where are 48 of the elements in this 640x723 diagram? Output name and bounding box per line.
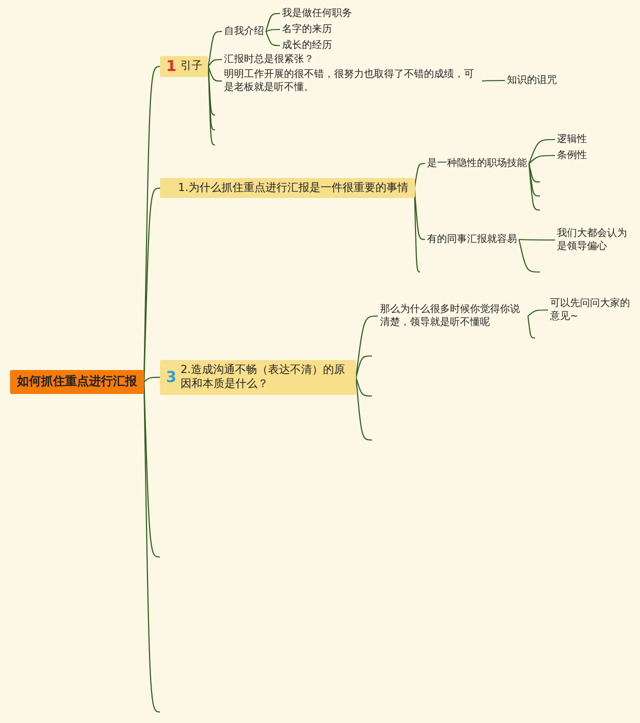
main-topic <box>160 360 356 395</box>
branch-line <box>208 58 222 67</box>
branch-line <box>528 163 540 197</box>
branch-line <box>527 316 536 339</box>
branch-line <box>518 238 555 241</box>
topic-label: 引子 <box>180 59 202 74</box>
branch-line <box>143 382 160 713</box>
topic-label: 那么为什么很多时候你觉得你说清楚，领导就是听不懂呢 <box>380 303 521 329</box>
branch-line <box>414 162 425 188</box>
priority-number: 1 <box>166 59 176 74</box>
branch-line <box>355 377 372 441</box>
topic-label: 是一种隐性的职场技能 <box>427 157 527 170</box>
branch-line <box>208 66 222 82</box>
topic-label: 汇报时总是很紧张？ <box>224 53 314 66</box>
topic-label: 逻辑性 <box>557 133 587 146</box>
topic-label: 条例性 <box>557 149 587 162</box>
priority-number: 3 <box>166 370 176 385</box>
topic-label: 有的同事汇报就容易 <box>427 233 517 246</box>
branch-line <box>208 30 222 67</box>
topic-label: 自我介绍 <box>224 25 264 38</box>
branch-line <box>266 28 280 32</box>
branch-line <box>265 12 280 32</box>
topic-label: 我们大都会认为是领导偏心 <box>557 227 628 253</box>
branch-line <box>528 138 555 164</box>
topic-label: 成长的经历 <box>282 39 332 52</box>
branch-line <box>528 309 548 316</box>
topic-label: 我是做任何职务 <box>282 7 352 20</box>
branch-line <box>528 163 540 183</box>
topic-label: 如何抓住重点进行汇报 <box>17 374 137 390</box>
branch-line <box>355 355 372 378</box>
branch-line <box>528 154 555 164</box>
branch-line <box>355 377 372 397</box>
branch-line <box>414 188 426 240</box>
branch-line <box>143 188 160 382</box>
root-topic <box>10 370 144 394</box>
topic-label: 2.造成沟通不畅（表达不清）的原因和本质是什么？ <box>180 363 346 392</box>
branch-line <box>265 31 280 46</box>
topic-label: 明明工作开展的很不错，很努力也取得了不错的成绩，可是老板就是听不懂。 <box>224 68 475 94</box>
topic-label: 可以先问问大家的意见~ <box>550 297 631 323</box>
branch-line <box>518 239 540 273</box>
branch-line <box>144 376 160 382</box>
branch-line <box>528 163 540 211</box>
branch-line <box>482 80 505 82</box>
topic-label: 1.为什么抓住重点进行汇报是一件很重要的事情 <box>178 181 408 196</box>
topic-label: 知识的诅咒 <box>507 74 557 87</box>
main-topic <box>160 56 208 77</box>
topic-label: 名字的来历 <box>282 23 332 36</box>
main-topic <box>160 178 414 198</box>
